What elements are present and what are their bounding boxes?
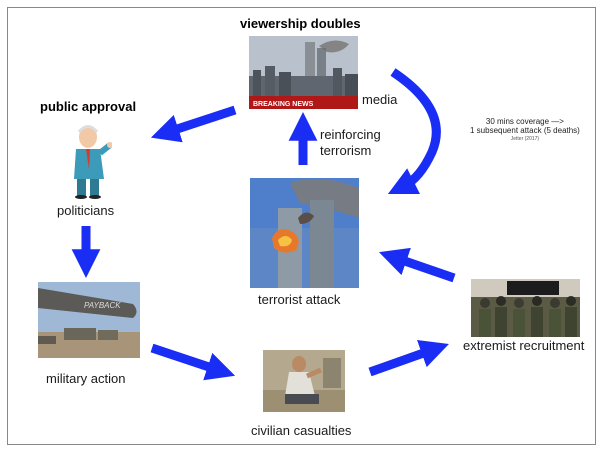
tank-text: PAYBACK	[84, 301, 121, 310]
reinforcing-line1: reinforcing	[320, 127, 381, 142]
civilian-casualties-label: civilian casualties	[251, 423, 352, 438]
reinforcing-line2: terrorism	[320, 143, 372, 158]
military-action-label: military action	[46, 371, 126, 386]
media-banner-text: BREAKING NEWS	[253, 101, 314, 108]
public-approval-label: public approval	[40, 99, 137, 114]
arrow-recruitment-to-attack	[378, 247, 456, 283]
politicians-label: politicians	[57, 203, 115, 218]
media-image: BREAKING NEWS	[249, 36, 358, 109]
terrorist-attack-image	[250, 178, 359, 288]
politician-image	[66, 123, 112, 199]
coverage-note: 30 mins coverage —> 1 subsequent attack …	[470, 117, 580, 144]
arrow-curved-media-to-attack	[387, 68, 441, 195]
arrow-media-to-approval	[150, 105, 237, 143]
diagram-frame	[7, 7, 596, 445]
civilian-casualties-image	[263, 350, 345, 412]
extremist-recruitment-image	[471, 279, 580, 337]
arrow-civilians-to-recruitment	[368, 340, 449, 377]
terrorist-attack-label: terrorist attack	[258, 292, 341, 307]
note-citation: Jetter (2017)	[510, 136, 540, 142]
military-action-image: PAYBACK	[38, 282, 140, 358]
viewership-label: viewership doubles	[240, 16, 361, 31]
extremist-recruitment-label: extremist recruitment	[463, 338, 585, 353]
media-label: media	[362, 92, 398, 107]
note-line1: 30 mins coverage —>	[485, 117, 564, 126]
reinforcing-terrorism-label: reinforcing terrorism	[320, 127, 381, 159]
arrow-military-to-civilians	[150, 343, 236, 381]
note-line2: 1 subsequent attack (5 deaths)	[470, 126, 580, 135]
